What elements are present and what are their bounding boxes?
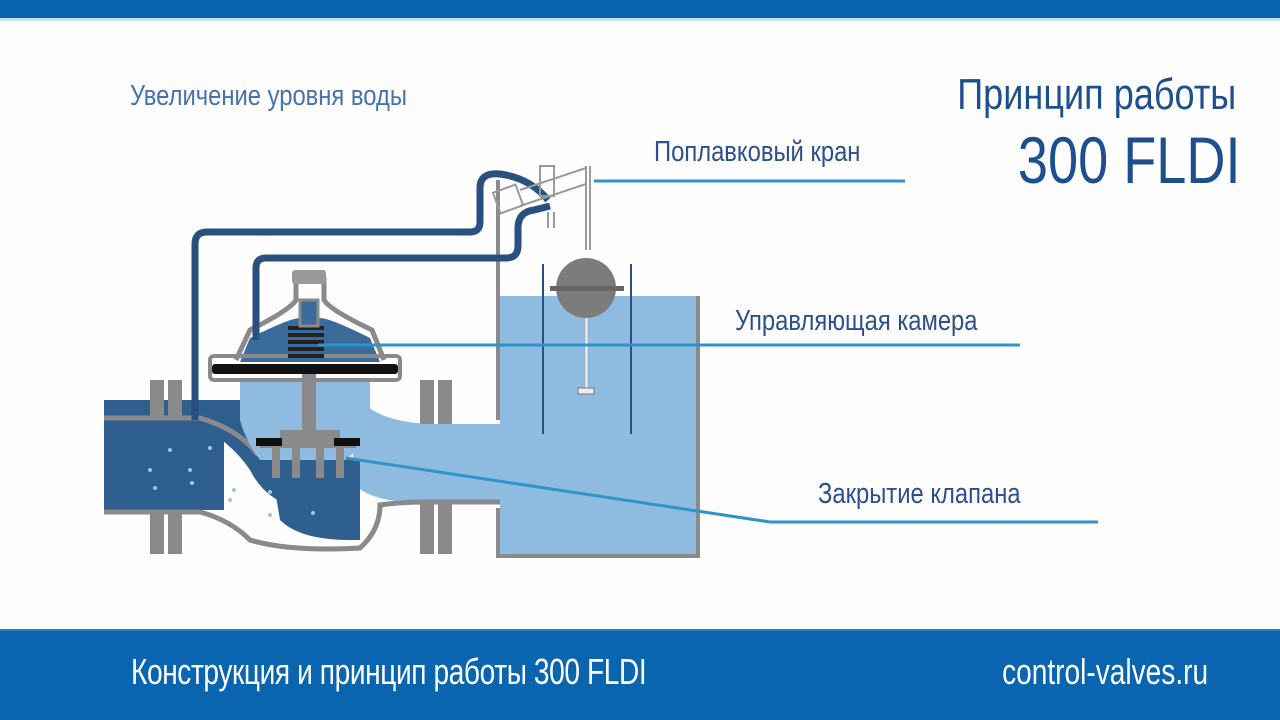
state-caption: Увеличение уровня воды	[130, 80, 407, 112]
inlet-body-bulge	[220, 420, 360, 540]
top-bar-edge	[0, 18, 1280, 21]
valve-stem	[302, 374, 316, 432]
spring	[288, 326, 324, 358]
valve-disc	[260, 430, 356, 448]
callout-float-valve: Поплавковый кран	[654, 136, 861, 168]
float-pilot	[491, 165, 591, 250]
disc-seal-left	[256, 438, 282, 446]
float-rod	[584, 317, 589, 391]
cover-cap	[292, 270, 326, 284]
callout-line-valve-closing	[345, 456, 771, 524]
callout-control-chamber: Управляющая камера	[735, 305, 978, 337]
disc-seal-right	[334, 438, 360, 446]
control-tube-lower	[252, 202, 551, 340]
footer-title: Конструкция и принцип работы 300 FLDI	[131, 651, 647, 692]
float-seam	[550, 286, 624, 291]
control-tube-upper	[191, 170, 551, 420]
footer-bar: Конструкция и принцип работы 300 FLDI co…	[0, 629, 1280, 720]
tank-wall	[496, 180, 700, 558]
diaphragm	[212, 364, 398, 374]
stem-guide	[298, 298, 320, 328]
inlet-pipe	[104, 420, 224, 510]
callout-valve-closing: Закрытие клапана	[818, 478, 1021, 510]
tank-water	[500, 296, 696, 554]
disc-guides	[272, 448, 344, 478]
float-weight	[577, 387, 595, 395]
water-bubbles	[148, 446, 315, 517]
top-bar	[0, 0, 1280, 18]
flanges	[150, 380, 452, 554]
heading-line-2: 300 FLDI	[1017, 123, 1240, 197]
footer-website: control-valves.ru	[1002, 651, 1208, 692]
heading-line-1: Принцип работы	[957, 70, 1236, 119]
